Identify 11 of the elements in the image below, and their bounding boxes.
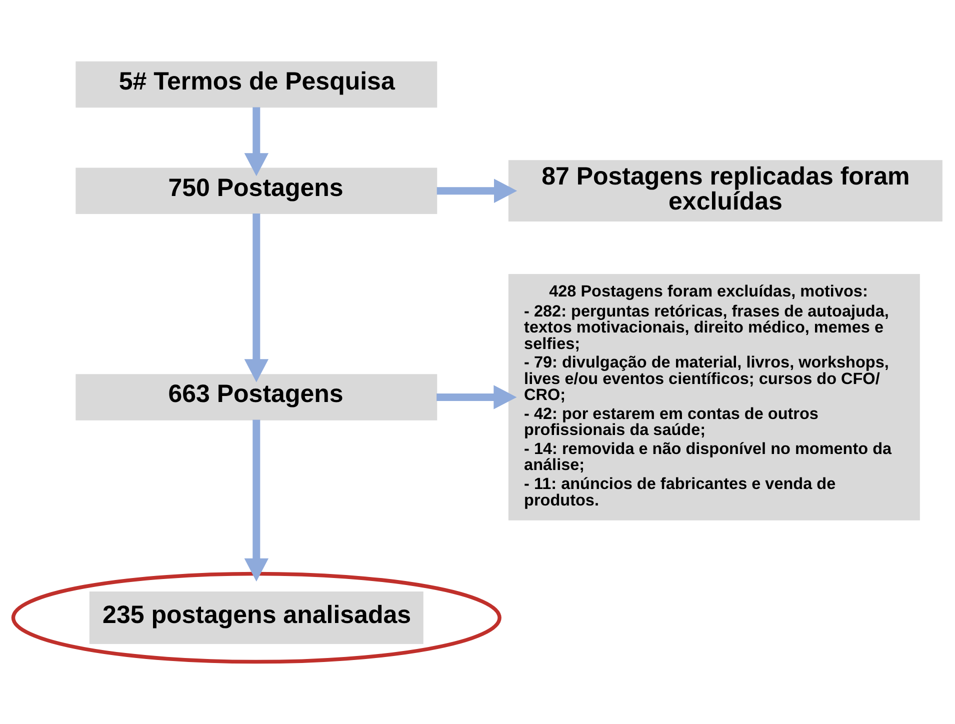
node-box: 750 Postagens xyxy=(76,168,438,214)
arrow xyxy=(436,178,518,203)
arrow xyxy=(436,385,517,410)
arrow xyxy=(244,214,269,382)
node-box: 5# Termos de Pesquisa xyxy=(76,61,438,108)
node-ellipse: 235 postagens analisadas xyxy=(11,572,502,664)
node-box: 87 Postagens replicadas foram excluídas xyxy=(508,160,942,222)
arrow xyxy=(244,107,269,176)
node-box: 663 Postagens xyxy=(76,374,438,420)
arrow xyxy=(244,420,269,582)
node-box: 428 Postagens foram excluídas, motivos: - 282: perguntas retóricas, frases de autoajuda, textos motivacionais, direito médico, memes e selfies; - 79: divulgação de material, livros, workshops, lives e/ou eventos científicos; cursos do CFO/ CRO; - 42: por estarem em contas de outros profissionais da saúde; - 14: removida e não disponível no momento da análise; - 11: anúncios de fabricantes e venda de produtos. xyxy=(508,274,920,520)
